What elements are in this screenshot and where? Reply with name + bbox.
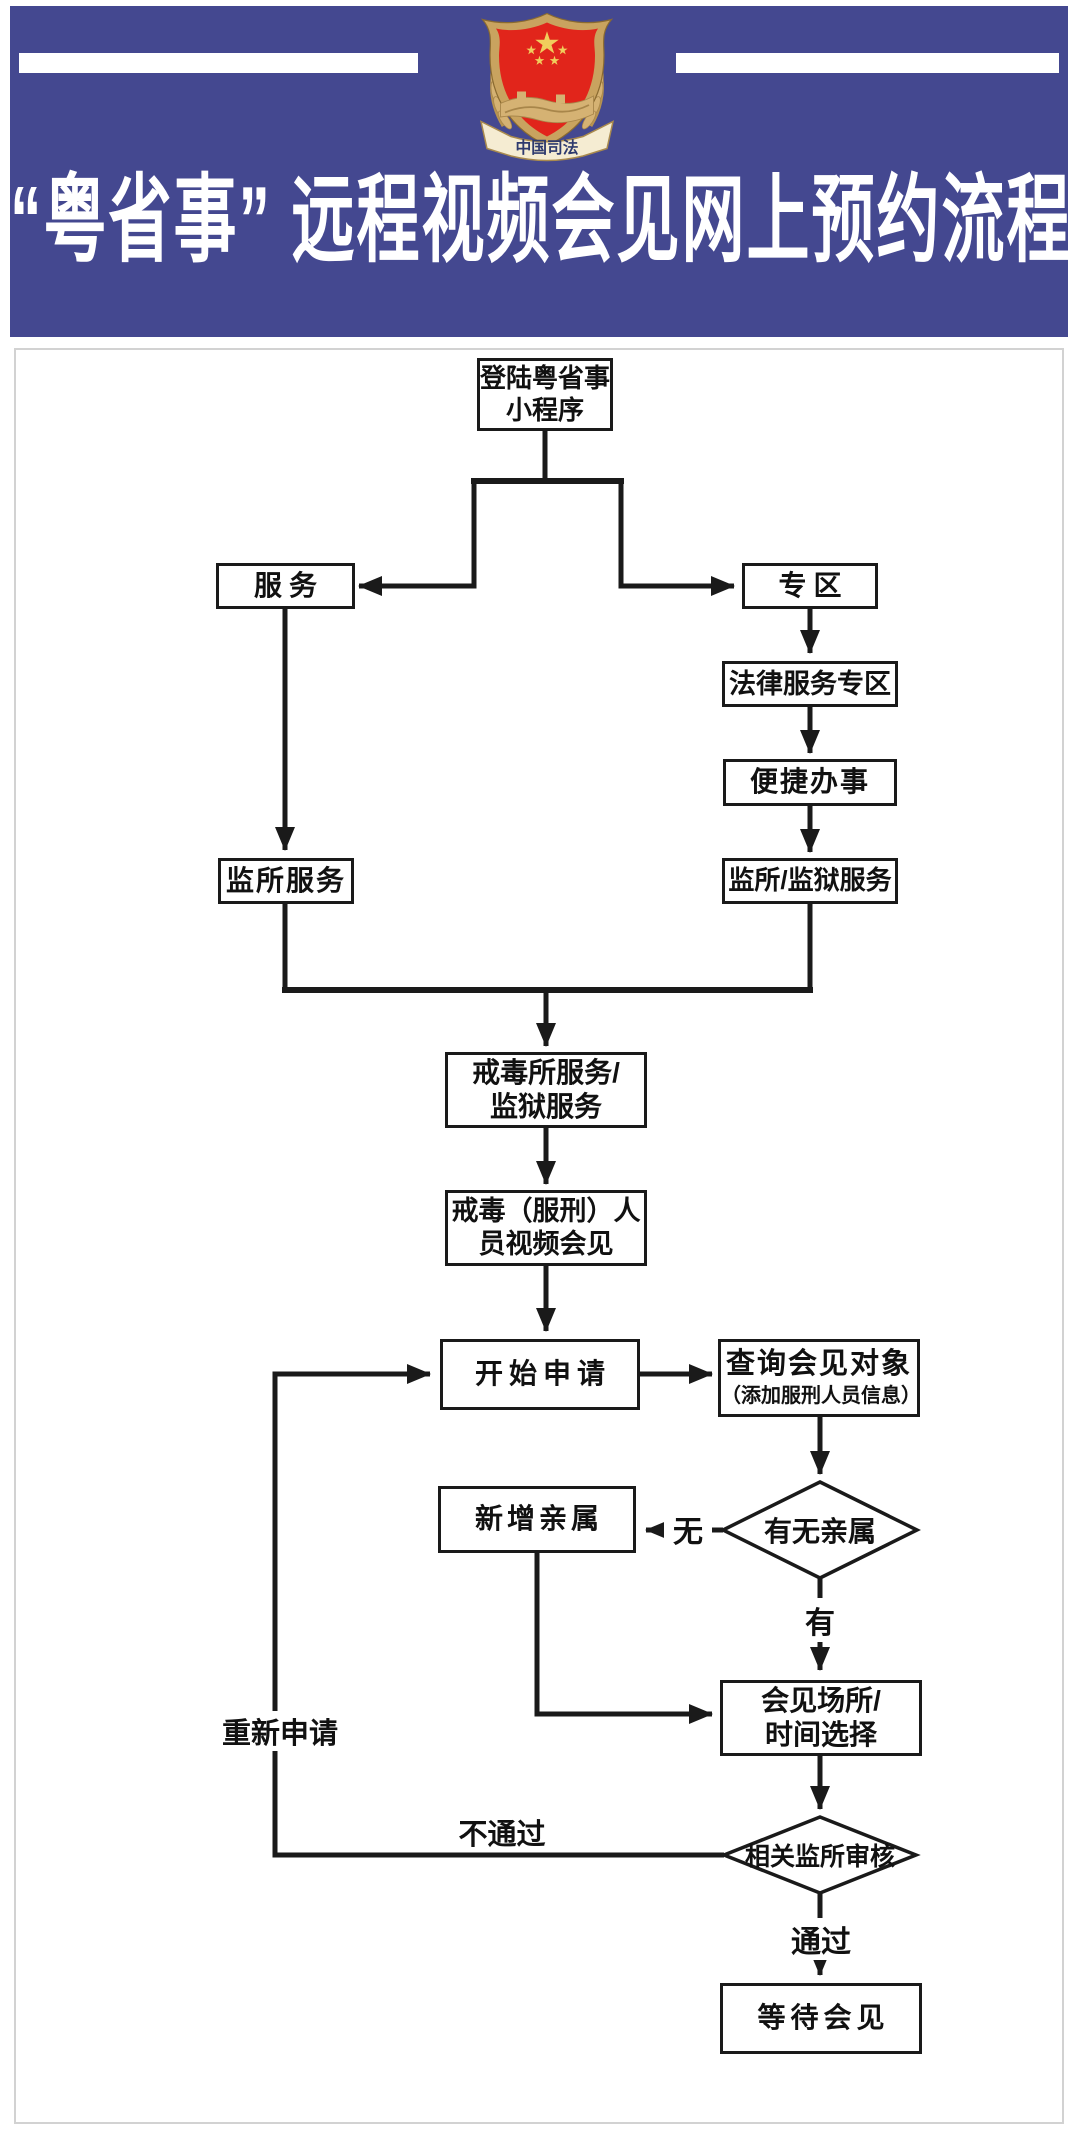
decision-review-shape bbox=[719, 1815, 921, 1895]
node-drug-prison-service: 戒毒所服务/ 监狱服务 bbox=[445, 1052, 647, 1128]
node-jail-service: 监所服务 bbox=[218, 858, 354, 904]
node-service: 服务 bbox=[216, 563, 355, 609]
header-banner: 中国司法 “粤省事” 远程视频会见网上预约流程图 bbox=[10, 6, 1078, 337]
poster-title: “粤省事” 远程视频会见网上预约流程图 bbox=[10, 167, 1078, 275]
node-video-meeting: 戒毒（服刑）人 员视频会见 bbox=[445, 1190, 647, 1266]
node-wait-meeting: 等待会见 bbox=[720, 1983, 922, 2054]
content-frame bbox=[14, 348, 1064, 2124]
edge-label-yes: 有 bbox=[796, 1598, 844, 1642]
node-zone: 专区 bbox=[742, 563, 878, 609]
china-justice-emblem: 中国司法 bbox=[479, 12, 615, 162]
edge-label-pass: 通过 bbox=[762, 1918, 880, 1960]
edge-label-reapply: 重新申请 bbox=[212, 1711, 348, 1751]
node-legal-zone: 法律服务专区 bbox=[722, 661, 898, 707]
node-place-time: 会见场所/ 时间选择 bbox=[720, 1680, 922, 1756]
decision-has-relative-shape bbox=[719, 1480, 921, 1580]
decision-has-relative-label: 有无亲属 bbox=[763, 1516, 876, 1547]
node-add-relative: 新增亲属 bbox=[438, 1486, 636, 1553]
node-start-apply: 开始申请 bbox=[440, 1339, 640, 1410]
decor-bar-right bbox=[676, 53, 1059, 73]
decision-review-label: 相关监所审核 bbox=[744, 1843, 895, 1871]
node-jail-prison-service: 监所/监狱服务 bbox=[722, 858, 898, 904]
edge-label-no: 无 bbox=[664, 1508, 712, 1550]
query-target-title: 查询会见对象 bbox=[725, 1348, 912, 1381]
node-query-target: 查询会见对象 （添加服刑人员信息） bbox=[718, 1339, 921, 1417]
emblem-ribbon-text: 中国司法 bbox=[516, 138, 579, 157]
edge-label-fail: 不通过 bbox=[440, 1812, 564, 1852]
node-convenient: 便捷办事 bbox=[723, 759, 897, 806]
node-login: 登陆粤省事 小程序 bbox=[477, 358, 613, 431]
decor-bar-left bbox=[19, 53, 418, 73]
query-target-subtitle: （添加服刑人员信息） bbox=[721, 1385, 921, 1408]
